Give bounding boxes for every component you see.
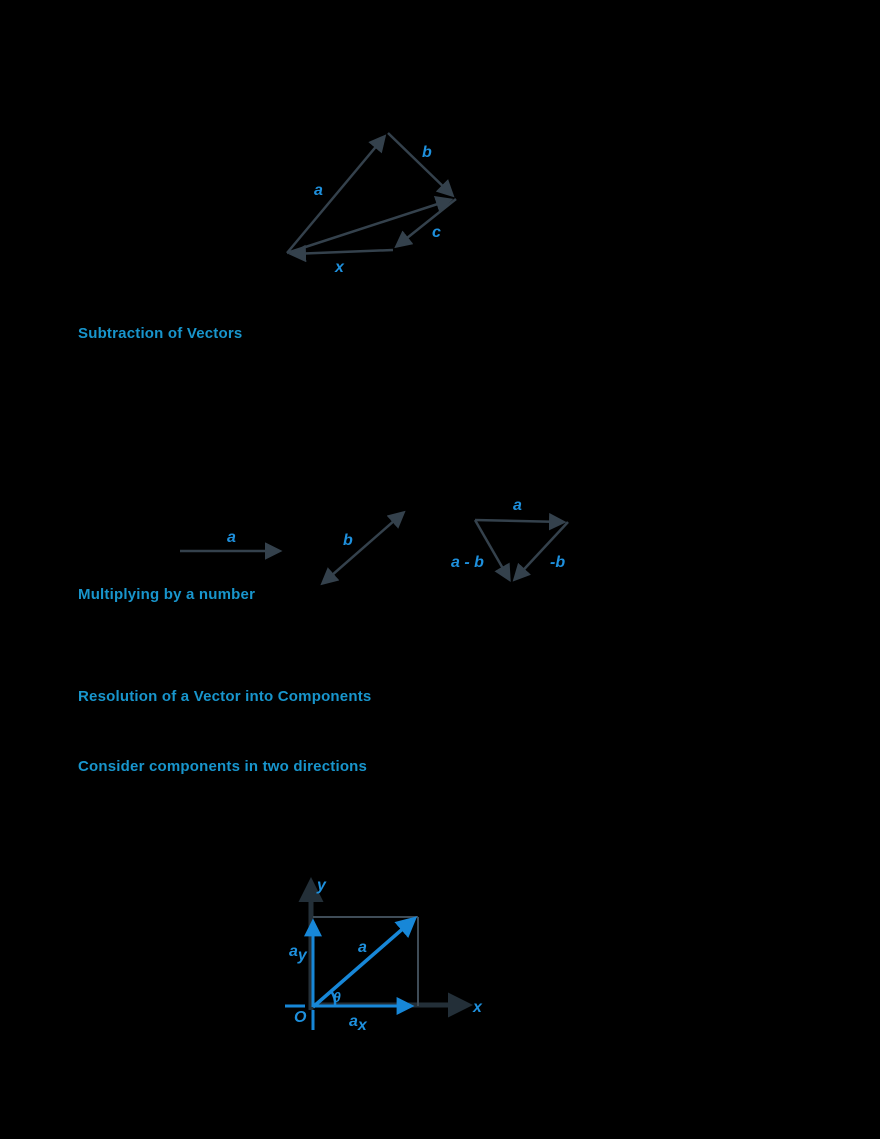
given-vector-b	[320, 510, 406, 586]
label-given-a: a	[227, 529, 236, 546]
label-vector-a: a	[314, 182, 323, 199]
figure-vector-subtraction: a b a -b a - b	[180, 497, 569, 586]
heading-subtraction-of-vectors: Subtraction of Vectors	[78, 325, 243, 342]
label-component-ax: ax	[349, 1013, 368, 1034]
resultant-x-side	[288, 244, 394, 263]
heading-resolution-into-components: Resolution of a Vector into Components	[78, 688, 372, 705]
angle-theta-arc	[329, 990, 337, 1007]
triangle-vector-a	[474, 512, 567, 531]
label-triangle-minus-b: -b	[550, 554, 565, 571]
figure-vector-addition: a b c x	[286, 132, 457, 276]
triangle-vector-minus-b	[512, 521, 569, 582]
heading-multiplying-by-a-number: Multiplying by a number	[78, 586, 256, 603]
label-origin: O	[294, 1009, 307, 1026]
vector-b-side	[387, 132, 455, 198]
triangle-vector-a-minus-b	[473, 519, 511, 583]
label-y-axis: y	[316, 877, 327, 894]
label-vector-c: c	[432, 224, 441, 241]
label-given-b: b	[343, 532, 353, 549]
label-vector-a: a	[358, 939, 367, 956]
heading-consider-components: Consider components in two directions	[78, 758, 368, 775]
label-angle-theta: θ	[333, 989, 341, 1005]
label-x-axis: x	[472, 999, 483, 1016]
vector-c-side	[394, 198, 457, 249]
figure-components: y x O θ a ay ax	[285, 877, 483, 1034]
label-triangle-a: a	[513, 497, 522, 514]
label-vector-b: b	[422, 144, 432, 161]
label-triangle-a-minus-b: a - b	[451, 554, 484, 571]
label-component-ay: ay	[289, 943, 308, 964]
vector-a-side	[286, 134, 387, 254]
label-vector-x: x	[334, 259, 345, 276]
vector-a-arrow	[311, 916, 418, 1009]
diagonal-a-plus-b	[286, 196, 454, 255]
